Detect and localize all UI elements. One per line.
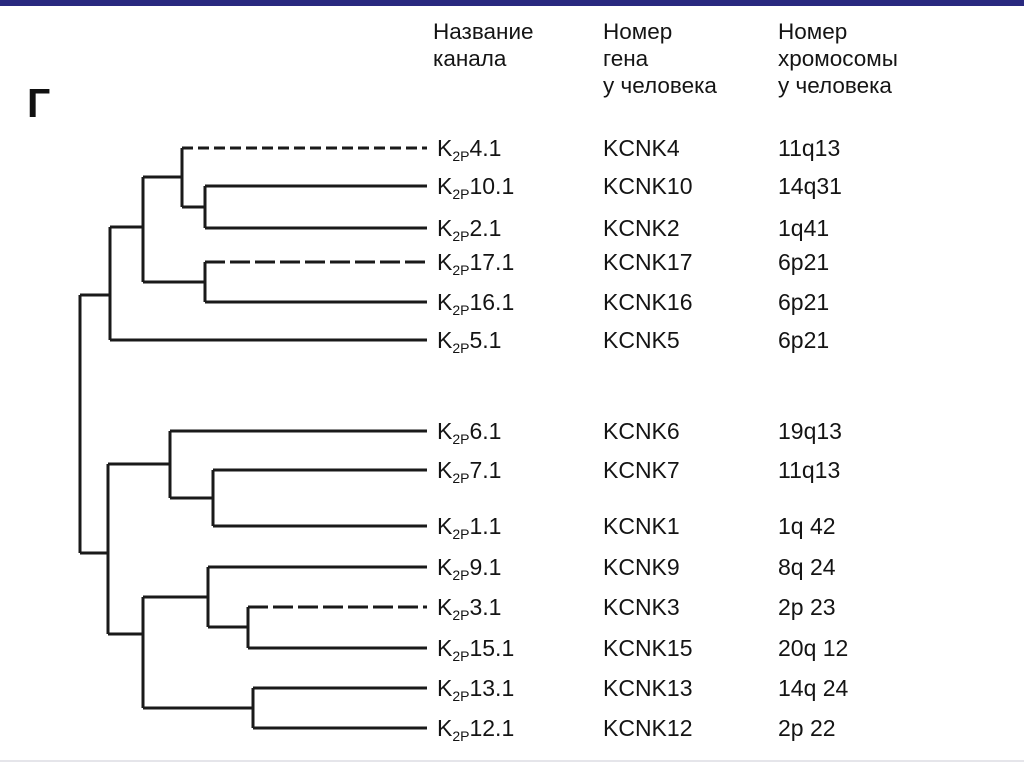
chromosome-locus: 14q 24 xyxy=(778,675,849,701)
channel-name: K2P1.1 xyxy=(437,513,502,542)
channel-name: K2P17.1 xyxy=(437,249,515,278)
channel-name: K2P6.1 xyxy=(437,418,502,447)
channel-subscript: 2P xyxy=(452,228,470,244)
chromosome-locus: 2p 23 xyxy=(778,594,836,620)
channel-subscript: 2P xyxy=(452,688,470,704)
panel-label: Г xyxy=(27,80,51,126)
gene-name: KCNK3 xyxy=(603,594,680,620)
chromosome-locus: 1q 42 xyxy=(778,513,836,539)
slide-top-bar xyxy=(0,0,1024,6)
gene-name: KCNK2 xyxy=(603,215,680,241)
gene-name: KCNK4 xyxy=(603,135,680,161)
gene-name: KCNK16 xyxy=(603,289,693,315)
gene-name: KCNK13 xyxy=(603,675,693,701)
chromosome-locus: 11q13 xyxy=(778,457,841,483)
column-header-gene: Номер гена у человека xyxy=(603,19,717,98)
channel-name: K2P3.1 xyxy=(437,594,502,623)
gene-name: KCNK1 xyxy=(603,513,680,539)
chromosome-locus: 2p 22 xyxy=(778,715,836,741)
gene-name: KCNK12 xyxy=(603,715,693,741)
channel-subscript: 2P xyxy=(452,728,470,744)
gene-name: KCNK5 xyxy=(603,327,680,353)
gene-name: KCNK9 xyxy=(603,554,680,580)
channel-subscript: 2P xyxy=(452,302,470,318)
channel-name: K2P15.1 xyxy=(437,635,515,664)
channel-name: K2P12.1 xyxy=(437,715,515,744)
gene-name: KCNK10 xyxy=(603,173,693,199)
chromosome-locus: 19q13 xyxy=(778,418,842,444)
chromosome-locus: 6p21 xyxy=(778,327,830,353)
channel-subscript: 2P xyxy=(452,262,470,278)
channel-name: K2P4.1 xyxy=(437,135,502,164)
channel-subscript: 2P xyxy=(452,470,470,486)
channel-subscript: 2P xyxy=(452,340,470,356)
channel-subscript: 2P xyxy=(452,148,470,164)
channel-name: K2P16.1 xyxy=(437,289,515,318)
gene-name: KCNK7 xyxy=(603,457,680,483)
chromosome-locus: 14q31 xyxy=(778,173,842,199)
slide-bottom-divider xyxy=(0,760,1024,762)
gene-name: KCNK17 xyxy=(603,249,693,275)
chromosome-locus: 6p21 xyxy=(778,289,830,315)
channel-name: K2P7.1 xyxy=(437,457,502,486)
chromosome-locus: 8q 24 xyxy=(778,554,836,580)
channel-subscript: 2P xyxy=(452,648,470,664)
channel-subscript: 2P xyxy=(452,431,470,447)
channel-name: K2P2.1 xyxy=(437,215,502,244)
channel-subscript: 2P xyxy=(452,567,470,583)
column-header-channel: Название канала xyxy=(433,19,534,71)
channel-name: K2P10.1 xyxy=(437,173,515,202)
chromosome-locus: 1q41 xyxy=(778,215,830,241)
column-header-chromosome: Номер хромосомы у человека xyxy=(778,19,898,98)
channel-subscript: 2P xyxy=(452,186,470,202)
gene-name: KCNK6 xyxy=(603,418,680,444)
gene-name: KCNK15 xyxy=(603,635,693,661)
channel-name: K2P13.1 xyxy=(437,675,515,704)
chromosome-locus: 11q13 xyxy=(778,135,841,161)
channel-subscript: 2P xyxy=(452,607,470,623)
channel-name: K2P5.1 xyxy=(437,327,502,356)
channel-subscript: 2P xyxy=(452,526,470,542)
chromosome-locus: 20q 12 xyxy=(778,635,849,661)
chromosome-locus: 6p21 xyxy=(778,249,830,275)
channel-name: K2P9.1 xyxy=(437,554,502,583)
